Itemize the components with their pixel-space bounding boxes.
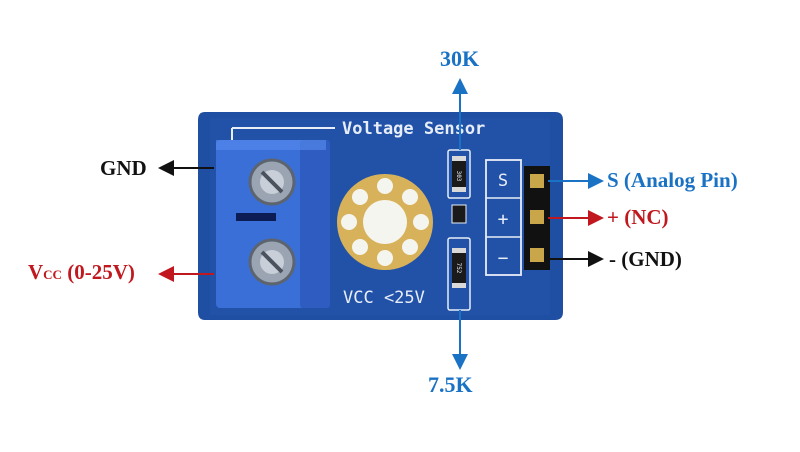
label-30k: 30K — [440, 46, 480, 71]
label-7-5k: 7.5K — [428, 372, 473, 397]
label-gnd: GND — [100, 156, 147, 180]
resistor-7-5k: 752 — [447, 237, 471, 311]
svg-text:752: 752 — [455, 263, 462, 274]
label-vcc-sub: CC — [43, 267, 62, 282]
svg-text:303: 303 — [455, 171, 462, 182]
svg-text:S: S — [498, 171, 508, 191]
mounting-hole-pad — [337, 174, 433, 270]
board-title: Voltage Sensor — [342, 119, 485, 139]
label-vcc-range: (0-25V) — [67, 260, 135, 284]
pin-header — [524, 166, 550, 270]
label-pin-plus: + (NC) — [607, 205, 669, 229]
pin-header-labels: S + − — [485, 159, 522, 276]
label-pin-s: S (Analog Pin) — [607, 168, 738, 192]
label-vcc: VCC (0-25V) — [28, 260, 135, 285]
label-pin-minus: - (GND) — [609, 247, 682, 271]
terminal-block — [216, 140, 330, 308]
svg-text:−: − — [498, 248, 509, 269]
svg-text:+: + — [498, 209, 509, 230]
label-vcc-prefix: V — [28, 260, 44, 284]
vcc-silkscreen: VCC <25V — [343, 288, 425, 308]
resistor-30k: 303 — [447, 149, 471, 224]
